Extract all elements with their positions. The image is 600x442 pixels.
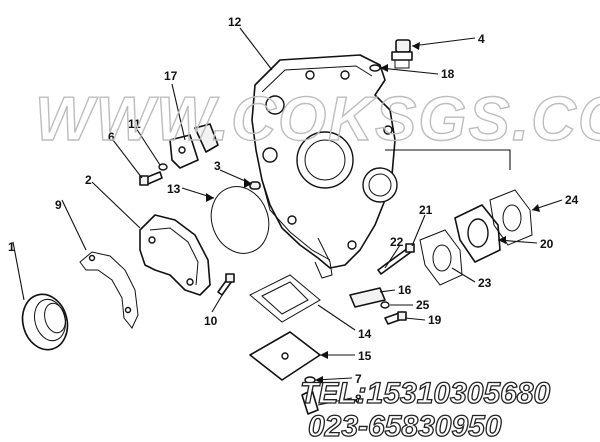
cover-plate [169, 123, 219, 169]
callout-label: 16 [398, 283, 412, 297]
callout-label: 12 [228, 15, 242, 29]
callout-label: 11 [128, 117, 141, 131]
callout-label: 10 [204, 314, 218, 328]
access-cover [249, 331, 321, 381]
callout-label: 22 [390, 235, 404, 249]
adapter-flange [454, 204, 501, 263]
mounting-stud [377, 243, 415, 275]
sealing-washer [369, 64, 381, 72]
callout-label: 17 [164, 69, 178, 83]
seal-housing-gasket [79, 251, 139, 329]
callout-label: 8 [355, 392, 362, 406]
callout-label: 4 [478, 32, 485, 46]
watermark-phone: 023-65830950 [308, 410, 502, 442]
callout-numbers: 12 4 18 17 11 6 3 13 2 9 1 10 14 15 7 8 … [8, 15, 579, 406]
watermark-site: WWW.COKSGS.COM [35, 85, 600, 154]
callout-label: 21 [419, 203, 433, 217]
cover-gasket [249, 274, 321, 323]
callout-label: 20 [540, 237, 554, 251]
flange-bolt [384, 311, 407, 325]
flywheel-housing [251, 54, 398, 279]
dowel-pin [249, 181, 261, 190]
callout-label: 2 [85, 173, 92, 187]
arrowheads [206, 42, 540, 384]
callout-label: 25 [416, 298, 430, 312]
callout-label: 24 [565, 193, 579, 207]
callout-label: 7 [355, 372, 362, 386]
callout-label: 3 [214, 159, 221, 173]
capscrew [139, 171, 163, 186]
flange-gasket [489, 189, 533, 246]
callout-label: 18 [441, 67, 455, 81]
o-ring-gasket [210, 186, 270, 254]
adapter-gasket [419, 229, 463, 286]
lock-washer [158, 163, 168, 171]
callout-label: 6 [108, 130, 115, 144]
seal-housing [139, 214, 211, 296]
callout-label: 23 [478, 276, 492, 290]
mounting-bolt [217, 273, 235, 296]
watermark-tel: TEL:15310305680 [300, 377, 550, 410]
callout-label: 1 [8, 240, 15, 254]
callout-label: 14 [358, 327, 372, 341]
callout-label: 13 [167, 182, 181, 196]
cover-capscrew [301, 376, 319, 415]
oil-seal [21, 293, 69, 351]
plain-washer [380, 301, 390, 309]
callout-label: 15 [358, 349, 372, 363]
retainer-plate [349, 287, 386, 308]
callout-label: 19 [428, 313, 442, 327]
callout-label: 9 [55, 198, 62, 212]
drain-plug [391, 39, 413, 69]
